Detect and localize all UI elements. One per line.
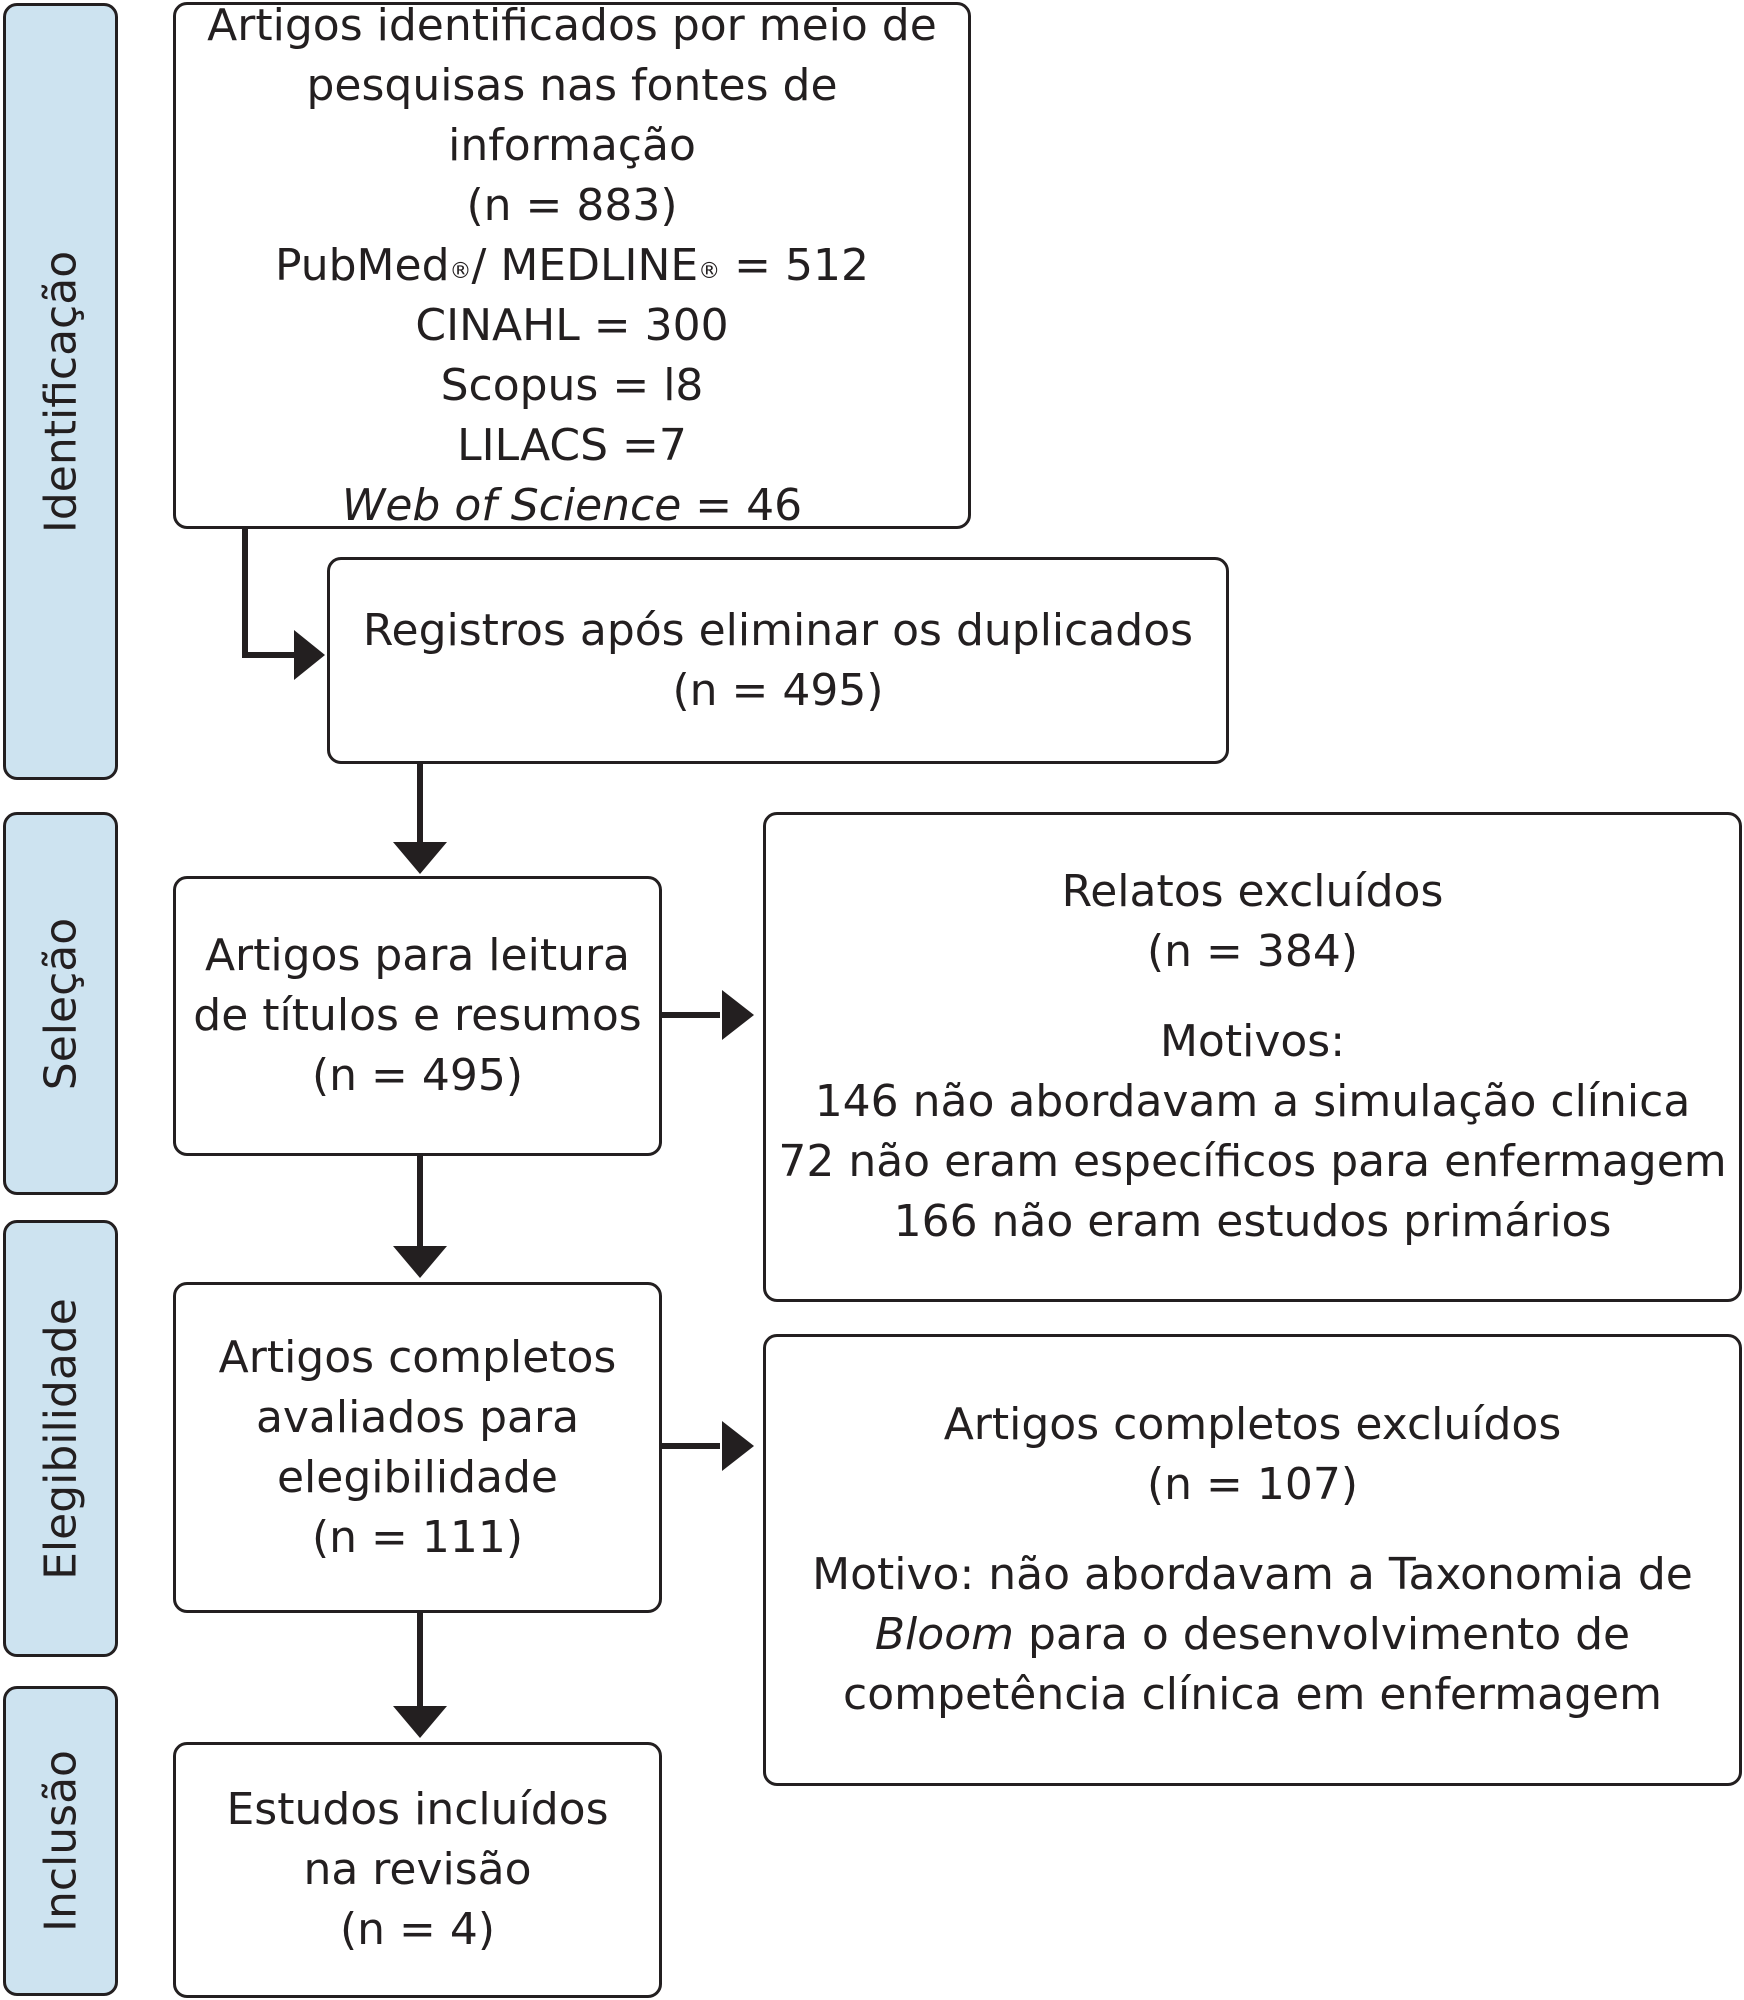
identified-line2: pesquisas nas fontes de informação <box>306 59 838 171</box>
exclusion-reason-line3: competência clínica em enfermagem <box>843 1669 1662 1720</box>
pubmed-value: = 512 <box>720 239 870 291</box>
bloom-term: Bloom <box>874 1609 1014 1660</box>
registered-mark: ® <box>698 258 721 284</box>
wos-name: Web of Science <box>341 479 682 531</box>
arrowhead-excluded-reports <box>722 990 754 1040</box>
stage-selecao: Seleção <box>3 812 118 1195</box>
eligibility-line1: Artigos completos <box>218 1331 617 1383</box>
cinahl-line: CINAHL = 300 <box>415 299 729 351</box>
stage-identificacao: Identificação <box>3 3 118 780</box>
scopus-line: Scopus = l8 <box>440 359 704 411</box>
arrowhead-excluded-full <box>722 1421 754 1471</box>
screening-line1: Artigos para leitura <box>204 930 631 981</box>
identified-articles-box: Artigos identificados por meio de pesqui… <box>173 0 971 531</box>
arrowhead-included <box>393 1706 447 1738</box>
included-studies-box: Estudos incluídos na revisão (n = 4) <box>173 1742 662 1998</box>
identified-line1: Artigos identificados por meio de <box>207 0 937 51</box>
excluded-reports-box: Relatos excluídos (n = 384) Motivos: 146… <box>763 812 1742 1302</box>
excluded-reports-count: (n = 384) <box>1146 926 1359 977</box>
reason-item: 146 não abordavam a simulação clínica <box>814 1076 1691 1127</box>
included-count: (n = 4) <box>339 1904 496 1955</box>
exclusion-reason-line2-rest: para o desenvolvimento de <box>1013 1609 1631 1660</box>
eligibility-box: Artigos completos avaliados para elegibi… <box>173 1282 662 1613</box>
arrow-identified-to-dedup <box>242 527 300 658</box>
screening-count: (n = 495) <box>311 1050 524 1101</box>
included-line2: na revisão <box>303 1844 532 1895</box>
eligibility-line3: elegibilidade <box>276 1451 558 1503</box>
wos-line: Web of Science = 46 <box>342 476 802 536</box>
registered-mark: ® <box>449 258 472 284</box>
wos-value: = 46 <box>681 479 803 531</box>
included-line1: Estudos incluídos <box>226 1784 609 1835</box>
excluded-reports-title: Relatos excluídos <box>1061 866 1444 917</box>
pubmed-label: PubMed <box>274 239 450 291</box>
stage-elegibilidade: Elegibilidade <box>3 1220 118 1657</box>
exclusion-reason-line2: Bloom para o desenvolvimento de <box>875 1605 1630 1665</box>
screening-box: Artigos para leitura de títulos e resumo… <box>173 876 662 1156</box>
dedup-count: (n = 495) <box>672 664 884 716</box>
medline-label: / MEDLINE <box>471 239 699 291</box>
reason-item: 166 não eram estudos primários <box>893 1196 1612 1247</box>
screening-line2: de títulos e resumos <box>193 990 642 1041</box>
exclusion-reason-line1: Motivo: não abordavam a Taxonomia de <box>812 1549 1693 1600</box>
arrowhead-eligibility <box>393 1246 447 1278</box>
reasons-label: Motivos: <box>1159 1016 1346 1067</box>
identified-count: (n = 883) <box>466 179 678 231</box>
excluded-full-title: Artigos completos excluídos <box>943 1399 1562 1450</box>
reason-item: 72 não eram específicos para enfermagem <box>778 1136 1727 1187</box>
eligibility-count: (n = 111) <box>311 1511 524 1563</box>
arrowhead-screening <box>393 842 447 874</box>
dedup-line1: Registros após eliminar os duplicados <box>362 604 1194 656</box>
eligibility-line2: avaliados para <box>255 1391 580 1443</box>
arrowhead-dedup <box>294 630 325 680</box>
excluded-full-text-box: Artigos completos excluídos (n = 107) Mo… <box>763 1334 1742 1786</box>
lilacs-line: LILACS =7 <box>457 419 687 471</box>
dedup-records-box: Registros após eliminar os duplicados (n… <box>327 557 1229 764</box>
excluded-full-count: (n = 107) <box>1146 1459 1359 1510</box>
pubmed-medline-line: PubMed®/ MEDLINE® = 512 <box>275 236 869 296</box>
stage-inclusao: Inclusão <box>3 1686 118 1996</box>
